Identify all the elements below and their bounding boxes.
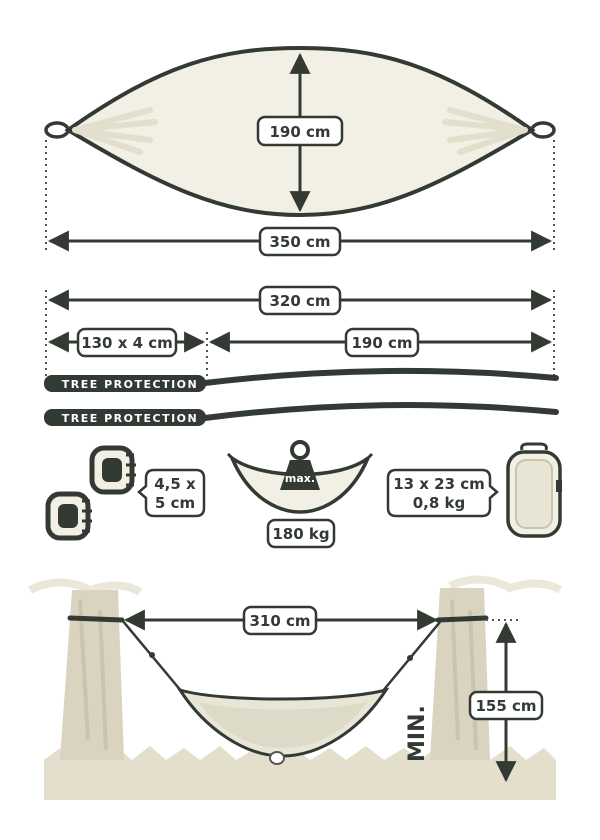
strap-1: TREE PROTECTION bbox=[44, 368, 559, 392]
height-dimension: 155 cm MIN. bbox=[405, 619, 544, 783]
right-loop-icon bbox=[530, 121, 556, 139]
left-loop-icon bbox=[44, 121, 70, 139]
max-load-icon: max. 180 kg bbox=[226, 440, 374, 549]
strap-2: TREE PROTECTION bbox=[44, 402, 559, 426]
loop-size-label: 130 x 4 cm bbox=[81, 334, 173, 352]
length-dimension: 350 cm bbox=[45, 140, 555, 257]
strap-length-label: 190 cm bbox=[351, 334, 412, 352]
carabiner-size-line2: 5 cm bbox=[155, 494, 195, 512]
bag-size-callout: 13 x 23 cm 0,8 kg bbox=[386, 468, 499, 518]
carabiner-icon bbox=[45, 445, 136, 541]
width-label: 190 cm bbox=[269, 123, 330, 141]
stuff-bag-icon bbox=[506, 442, 562, 538]
right-tree bbox=[430, 588, 490, 760]
strap-text-1: TREE PROTECTION bbox=[62, 378, 198, 391]
bag-size-line2: 0,8 kg bbox=[413, 494, 466, 512]
ground bbox=[44, 746, 556, 800]
left-tree bbox=[60, 590, 124, 760]
height-label: 155 cm bbox=[475, 697, 536, 715]
setup-scene bbox=[28, 575, 563, 800]
length-label: 350 cm bbox=[269, 233, 330, 251]
max-text: max. bbox=[285, 472, 315, 485]
total-strap-label: 320 cm bbox=[269, 292, 330, 310]
tree-distance-dimension: 310 cm bbox=[123, 605, 439, 636]
bag-size-line1: 13 x 23 cm bbox=[393, 475, 485, 493]
distance-label: 310 cm bbox=[249, 612, 310, 630]
max-load-label: 180 kg bbox=[272, 525, 329, 543]
hammock-top-view: 190 cm bbox=[44, 45, 556, 218]
carabiner-size-callout: 4,5 x 5 cm bbox=[137, 468, 206, 518]
strap-dimensions: 320 cm 130 x 4 cm 190 cm bbox=[45, 285, 555, 380]
carabiner-size-line1: 4,5 x bbox=[154, 475, 196, 493]
strap-text-2: TREE PROTECTION bbox=[62, 412, 198, 425]
min-text: MIN. bbox=[405, 705, 430, 762]
